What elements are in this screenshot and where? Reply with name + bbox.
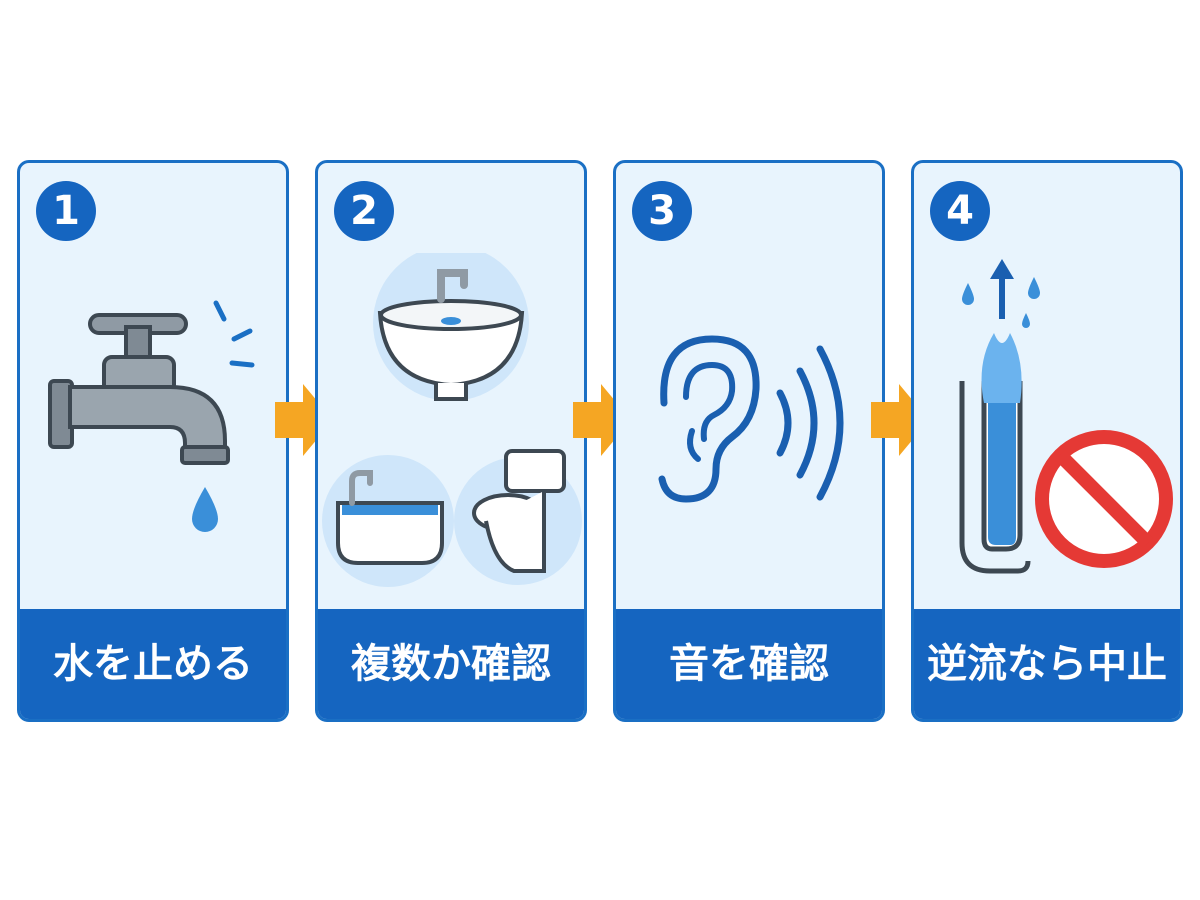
step-card-1: 1 水を止める <box>17 160 289 722</box>
ear-icon <box>658 335 844 503</box>
arrow-right-icon <box>871 384 929 456</box>
step-card-4: 4 逆流なら中止 <box>911 160 1183 722</box>
arrow-right-icon <box>275 384 333 456</box>
step-number-badge: 1 <box>36 181 96 241</box>
fixtures-icon <box>322 253 582 587</box>
step-number-badge: 3 <box>632 181 692 241</box>
faucet-icon <box>48 300 255 532</box>
step-label: 音を確認 <box>616 609 882 719</box>
step-label: 逆流なら中止 <box>914 609 1180 719</box>
step-label: 複数か確認 <box>318 609 584 719</box>
arrow-right-icon <box>573 384 631 456</box>
step-number-badge: 2 <box>334 181 394 241</box>
step-card-2: 2 複数か確認 <box>315 160 587 722</box>
step-number-badge: 4 <box>930 181 990 241</box>
step-card-3: 3 音を確認 <box>613 160 885 722</box>
step-label: 水を止める <box>20 609 286 719</box>
backflow-prohibited-icon <box>959 259 1173 574</box>
